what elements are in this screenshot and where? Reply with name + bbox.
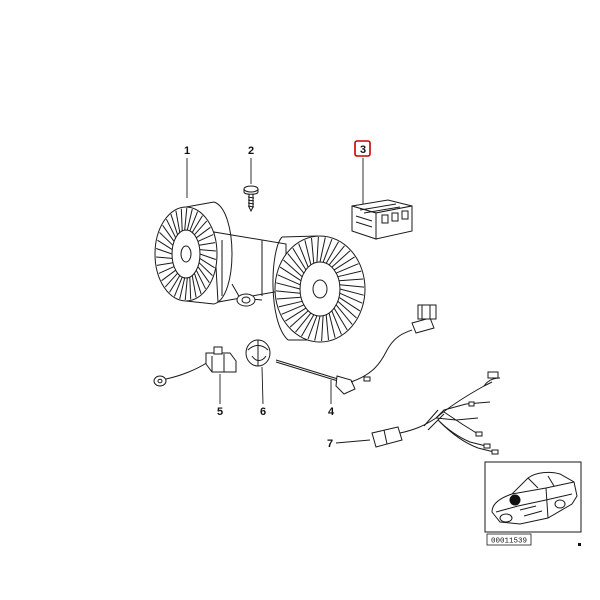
callout-labels: 1 2 3 4 5 6 7 xyxy=(184,140,371,450)
callout-5[interactable]: 5 xyxy=(217,406,223,418)
screw[interactable] xyxy=(243,185,259,213)
fan-blade xyxy=(333,307,348,331)
fan-blade xyxy=(328,245,345,266)
fan-blade xyxy=(276,282,301,290)
callout-4[interactable]: 4 xyxy=(328,406,335,418)
fan-blade xyxy=(275,290,301,294)
fan-blade xyxy=(333,256,355,271)
fan-blade xyxy=(193,273,202,294)
callout-7[interactable]: 7 xyxy=(327,438,333,450)
fan-blade xyxy=(339,284,365,288)
fan-blade xyxy=(162,225,175,242)
fan-blade xyxy=(197,234,214,242)
fan-blade xyxy=(276,296,302,300)
fan-blade xyxy=(186,208,193,231)
fan-blade xyxy=(325,314,329,341)
fan-blade xyxy=(325,241,339,264)
fan-blade xyxy=(314,315,321,341)
temperature-sensor[interactable] xyxy=(275,304,437,395)
fan-blade xyxy=(331,310,342,335)
fan-blade xyxy=(158,266,175,274)
fan-blade xyxy=(304,240,312,266)
fan-blade xyxy=(165,218,177,239)
fan-blade xyxy=(196,226,211,239)
fan-blade xyxy=(338,296,361,312)
fan-blade xyxy=(321,315,324,342)
fan-blade xyxy=(328,312,336,338)
fan-blade xyxy=(199,242,216,246)
fan-blade xyxy=(337,270,362,278)
fan-blade xyxy=(311,237,315,264)
vehicle-location-inset: 00011539 xyxy=(484,461,582,546)
fan-blade xyxy=(170,214,179,235)
fan-blade xyxy=(159,232,174,246)
fan-blade xyxy=(331,250,351,268)
fan-blade xyxy=(199,253,216,260)
fan-blade xyxy=(322,238,333,263)
fan-blade xyxy=(197,266,210,283)
fan-blade xyxy=(339,292,363,304)
fan-blade xyxy=(319,237,326,263)
blower-resistor[interactable] xyxy=(351,199,413,240)
fan-blade xyxy=(184,277,188,301)
fan-blade xyxy=(199,249,216,252)
fan-blade xyxy=(281,304,304,315)
fan-blade xyxy=(184,207,188,231)
fan-blade xyxy=(195,269,207,290)
fan-blade xyxy=(161,269,176,282)
right-fan-wheel xyxy=(272,235,366,343)
fan-blade xyxy=(157,239,173,251)
fan-blade xyxy=(307,315,318,340)
callout-2[interactable]: 2 xyxy=(248,145,254,157)
fan-blade xyxy=(175,210,181,233)
fan-blade xyxy=(283,259,303,278)
connector-with-eyelet[interactable] xyxy=(153,346,237,387)
fan-blade xyxy=(337,300,357,319)
fan-blade xyxy=(285,307,307,322)
fan-blade xyxy=(198,262,213,276)
grommet[interactable] xyxy=(245,339,271,367)
fan-blade xyxy=(156,256,173,259)
fan-blade xyxy=(180,208,183,231)
callout-3[interactable]: 3 xyxy=(360,144,366,156)
fan-blade xyxy=(338,278,364,282)
fan-blade xyxy=(278,300,303,308)
fan-blade xyxy=(295,312,312,333)
wiring-harness[interactable] xyxy=(371,371,501,455)
fan-blade xyxy=(179,277,186,300)
fan-blade xyxy=(156,262,173,266)
fan-blade xyxy=(191,215,203,233)
fan-blade xyxy=(164,272,178,288)
fan-blade xyxy=(335,304,353,325)
fan-blade xyxy=(189,277,192,300)
callout-3-highlight-frame xyxy=(354,140,371,157)
fan-blade xyxy=(336,263,359,274)
fan-blade xyxy=(316,236,319,263)
fan-blade xyxy=(189,211,199,232)
callout-6[interactable]: 6 xyxy=(260,406,266,418)
fan-blade xyxy=(194,220,208,236)
fan-blade xyxy=(191,275,197,298)
fan-blade xyxy=(279,266,302,282)
callout-1[interactable]: 1 xyxy=(184,145,190,157)
fan-blade xyxy=(156,248,173,255)
fan-blade xyxy=(301,314,315,337)
fan-blade xyxy=(277,274,301,286)
left-fan-wheel xyxy=(154,201,233,305)
location-marker xyxy=(509,494,521,506)
fan-blade xyxy=(169,275,181,293)
fan-blade xyxy=(339,288,364,296)
fan-blade xyxy=(289,310,309,328)
fan-blade xyxy=(298,243,309,268)
fan-blade xyxy=(292,247,307,271)
fan-blade xyxy=(173,276,183,297)
blower-motor-assembly[interactable] xyxy=(154,201,366,343)
fan-blade xyxy=(287,253,305,274)
car-outline-icon xyxy=(491,471,578,525)
leader-lines xyxy=(186,158,371,444)
fan-blade xyxy=(199,257,215,269)
reference-code: 00011539 xyxy=(491,538,527,546)
